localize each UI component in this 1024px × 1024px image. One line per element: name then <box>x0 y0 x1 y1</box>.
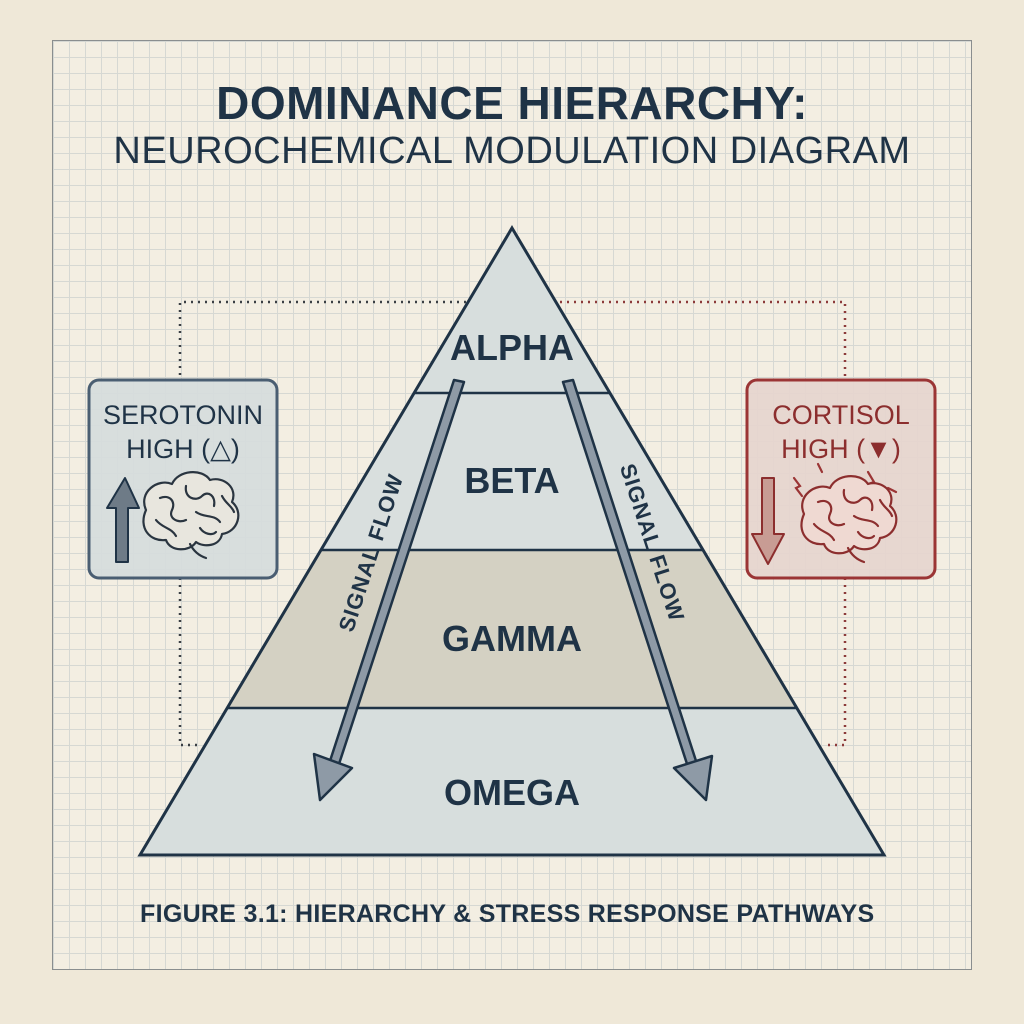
down-arrow-icon <box>751 477 785 565</box>
serotonin-box: SEROTONIN HIGH (△) <box>87 378 279 580</box>
signal-flow-arrow-left <box>312 378 466 802</box>
signal-flow-arrow-right <box>561 378 714 802</box>
serotonin-connector <box>178 300 466 747</box>
serotonin-level: HIGH (△) <box>126 434 240 464</box>
tier-label-omega: OMEGA <box>444 772 580 813</box>
up-arrow-icon <box>106 477 140 563</box>
figure-caption: FIGURE 3.1: HIERARCHY & STRESS RESPONSE … <box>140 900 875 928</box>
stressed-brain-icon <box>800 475 898 564</box>
cortisol-label: CORTISOL <box>772 400 910 430</box>
brain-icon <box>142 471 240 560</box>
serotonin-label: SEROTONIN <box>103 400 263 430</box>
cortisol-box: CORTISOL HIGH (▼) <box>745 378 937 580</box>
tier-omega-shape <box>140 708 884 855</box>
cortisol-level: HIGH (▼) <box>781 434 901 464</box>
pyramid-outline <box>137 225 887 857</box>
cortisol-connector <box>560 300 847 747</box>
tier-label-gamma: GAMMA <box>442 618 582 659</box>
tier-label-beta: BETA <box>464 460 559 501</box>
tier-alpha-shape <box>414 228 610 393</box>
diagram-subtitle: NEUROCHEMICAL MODULATION DIAGRAM <box>113 130 911 172</box>
diagram-title: DOMINANCE HIERARCHY: <box>216 77 808 129</box>
tier-label-alpha: ALPHA <box>450 327 574 368</box>
